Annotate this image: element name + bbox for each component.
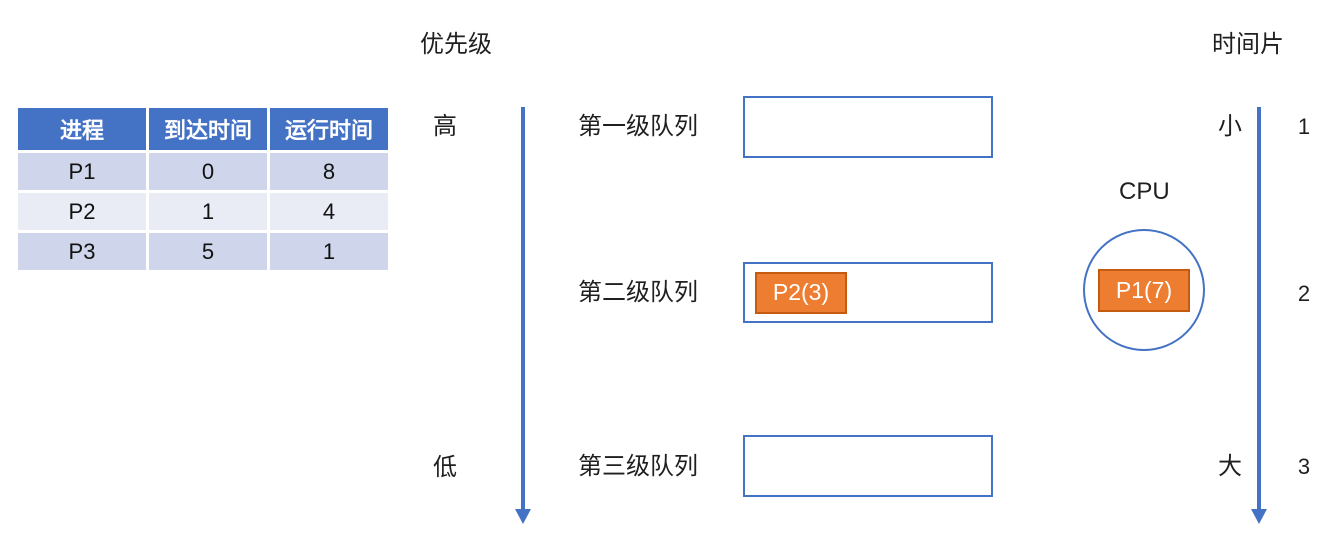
process-chip-p2: P2(3) <box>755 271 847 314</box>
cpu-circle: P1(7) <box>1083 229 1205 351</box>
queue-3-label: 第三级队列 <box>578 453 698 480</box>
col-header-process: 进程 <box>18 108 146 150</box>
col-header-run-time: 运行时间 <box>270 108 388 150</box>
timeslice-small-label: 小 <box>1218 113 1242 140</box>
col-header-arrival-time: 到达时间 <box>149 108 267 150</box>
priority-arrow-head-icon <box>515 509 531 524</box>
timeslice-arrow-line <box>1257 107 1261 509</box>
table-header-row: 进程 到达时间 运行时间 <box>18 108 388 150</box>
cell-process-name: P3 <box>18 233 146 270</box>
queue-2-label: 第二级队列 <box>578 279 698 306</box>
cell-process-name: P2 <box>18 193 146 230</box>
timeslice-tick-2: 2 <box>1297 281 1311 306</box>
timeslice-axis-title: 时间片 <box>1212 31 1284 58</box>
table-row: P1 0 8 <box>18 153 388 190</box>
timeslice-large-label: 大 <box>1218 453 1242 480</box>
cell-run-time: 8 <box>270 153 388 190</box>
cell-run-time: 4 <box>270 193 388 230</box>
cell-arrival-time: 1 <box>149 193 267 230</box>
priority-axis-title: 优先级 <box>420 31 492 58</box>
process-chip-p1: P1(7) <box>1098 268 1190 312</box>
cell-run-time: 1 <box>270 233 388 270</box>
timeslice-arrow-head-icon <box>1251 509 1267 524</box>
cell-process-name: P1 <box>18 153 146 190</box>
queue-1-box <box>743 96 993 158</box>
cell-arrival-time: 0 <box>149 153 267 190</box>
priority-low-label: 低 <box>433 454 457 481</box>
cell-arrival-time: 5 <box>149 233 267 270</box>
table-row: P2 1 4 <box>18 193 388 230</box>
queue-3-box <box>743 435 993 497</box>
queue-1-label: 第一级队列 <box>578 113 698 140</box>
timeslice-tick-1: 1 <box>1297 114 1311 139</box>
priority-arrow-line <box>521 107 525 509</box>
table-row: P3 5 1 <box>18 233 388 270</box>
timeslice-tick-3: 3 <box>1297 454 1311 479</box>
process-table: 进程 到达时间 运行时间 P1 0 8 P2 1 4 P3 5 1 <box>15 105 391 273</box>
queue-2-box: P2(3) <box>743 262 993 323</box>
cpu-label: CPU <box>1119 178 1170 205</box>
priority-high-label: 高 <box>433 113 457 140</box>
